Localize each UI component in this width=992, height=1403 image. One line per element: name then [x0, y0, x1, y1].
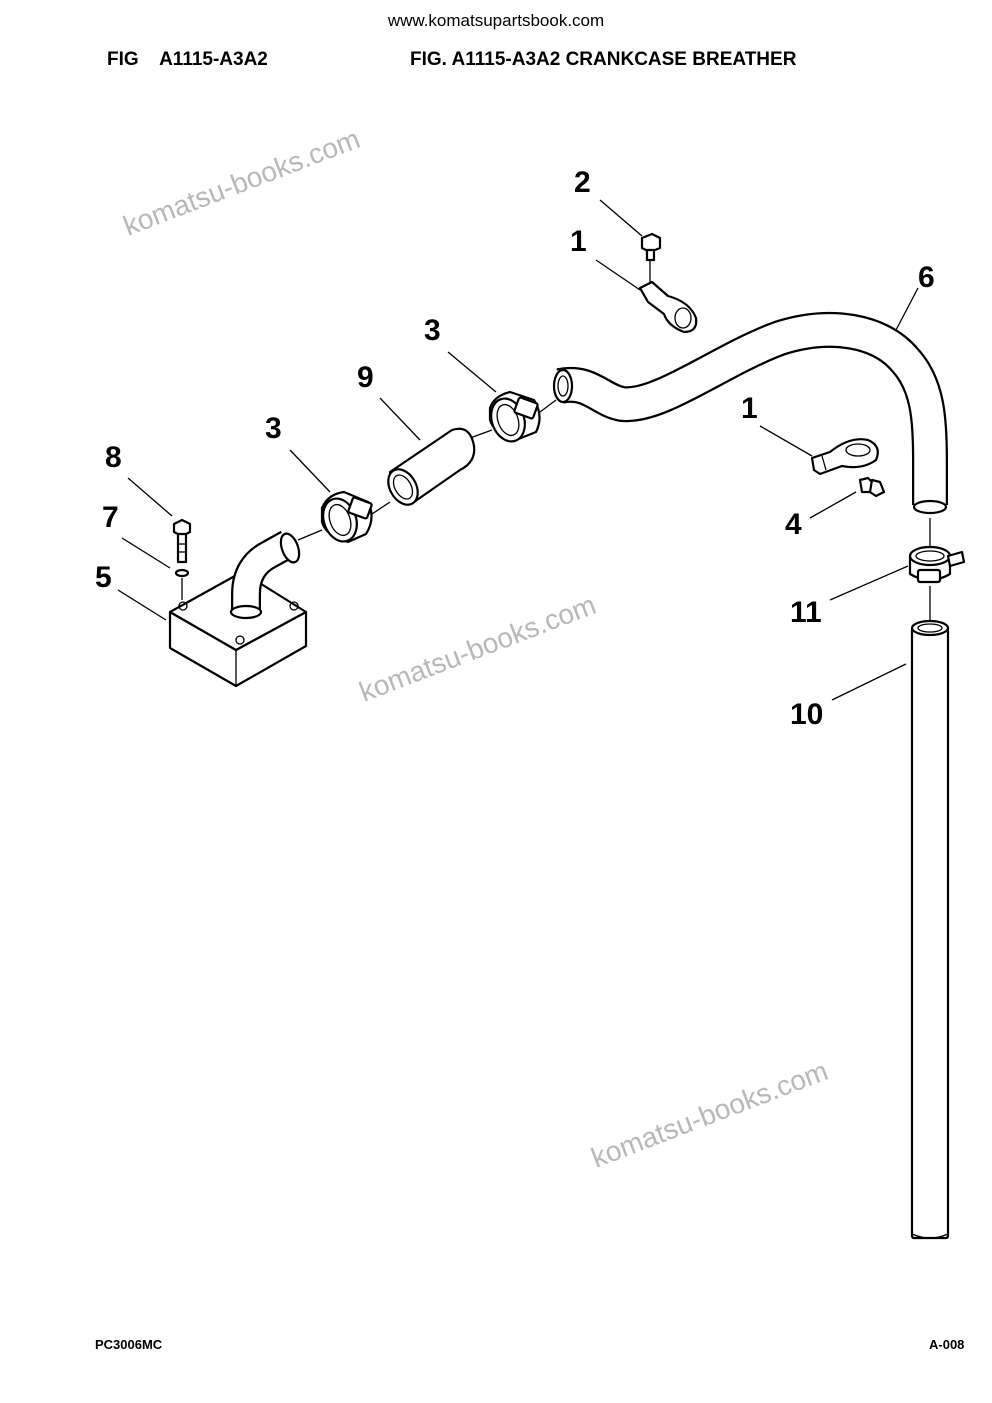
leader-2: [599, 199, 643, 237]
watermark-middle: komatsu-books.com: [355, 589, 600, 708]
breather-housing-part-5: [168, 530, 308, 688]
callout-1-mid: 1: [741, 392, 758, 425]
leader-7: [121, 537, 171, 569]
callout-6: 6: [918, 261, 935, 294]
callout-1-top: 1: [570, 225, 587, 258]
callout-4: 4: [785, 508, 802, 541]
leader-11: [829, 565, 909, 601]
bracket-part-1-mid: [810, 438, 879, 476]
bracket-part-1-top: [638, 258, 698, 334]
callout-10: 10: [790, 698, 823, 731]
leader-4: [809, 491, 857, 519]
leader-6: [895, 287, 919, 331]
leader-8: [127, 477, 173, 517]
callout-2: 2: [574, 166, 591, 199]
callout-9: 9: [357, 361, 374, 394]
hose-part-9: [387, 427, 476, 506]
callout-7: 7: [102, 501, 119, 534]
figure-title: FIG. A1115-A3A2 CRANKCASE BREATHER: [410, 49, 797, 70]
callout-5: 5: [95, 561, 112, 594]
clamp-part-3-lower: [297, 490, 391, 544]
bolt-part-8: [172, 518, 192, 564]
callout-8: 8: [105, 441, 122, 474]
model-label: PC3006MC: [95, 1337, 163, 1352]
bolt-part-2: [640, 232, 662, 262]
leader-1-mid: [759, 425, 813, 457]
watermark-bottom: komatsu-books.com: [587, 1055, 832, 1174]
watermark-top: komatsu-books.com: [119, 123, 364, 242]
page-number: A-008: [929, 1337, 965, 1352]
bolt-part-4: [858, 476, 886, 498]
site-url: www.komatsupartsbook.com: [387, 11, 605, 30]
leader-3-lower: [289, 449, 331, 493]
leader-10: [831, 663, 907, 701]
pipe-part-6: [552, 311, 948, 515]
figure-code: FIG A1115-A3A2: [107, 49, 268, 70]
tube-part-10: [910, 619, 950, 1240]
callout-3-lower: 3: [265, 412, 282, 445]
clamp-part-3-upper: [469, 390, 557, 443]
leader-1-top: [595, 259, 641, 291]
washer-part-7: [174, 568, 190, 600]
leader-3-upper: [447, 351, 497, 393]
leader-5: [117, 589, 167, 621]
callout-11: 11: [790, 596, 822, 629]
leader-9: [379, 397, 421, 441]
callout-3-upper: 3: [424, 314, 441, 347]
clamp-part-11: [908, 518, 966, 620]
